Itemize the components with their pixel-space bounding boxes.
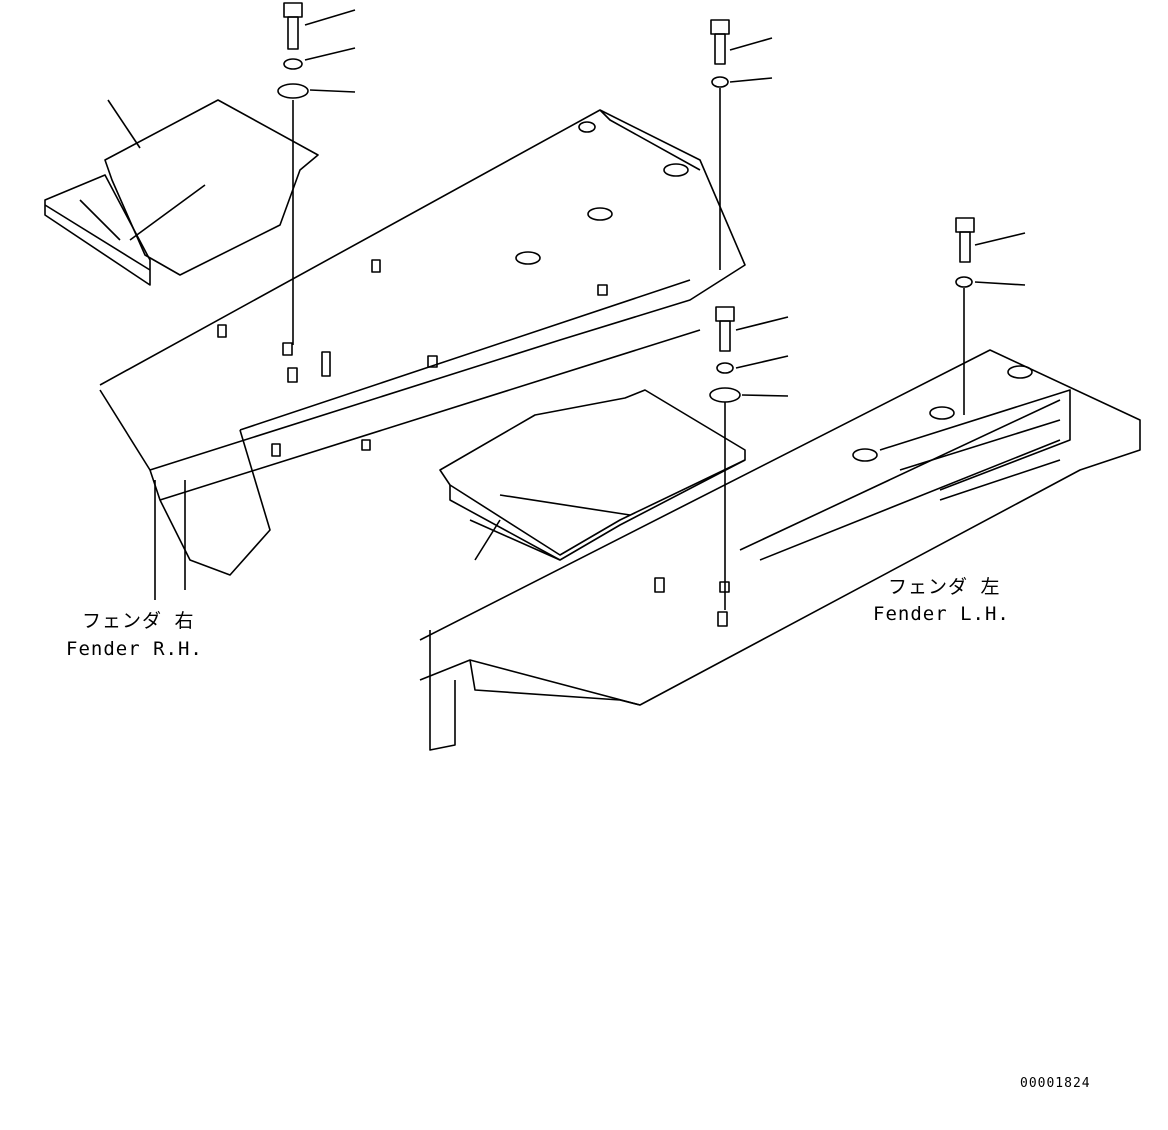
fasteners	[107, 2, 1026, 610]
step-plate-rh	[44, 99, 319, 286]
fender-lh-frame	[419, 349, 1141, 751]
drawing-code: 00001824	[1020, 1076, 1091, 1091]
fender-rh-frame	[99, 109, 746, 600]
step-plate-lh	[439, 389, 746, 561]
label-fender-lh-en: Fender L.H.	[873, 603, 1010, 625]
label-fender-lh-jp: フェンダ 左	[888, 576, 1001, 598]
label-fender-rh-jp: フェンダ 右	[82, 610, 195, 632]
label-fender-rh-en: Fender R.H.	[66, 638, 203, 660]
